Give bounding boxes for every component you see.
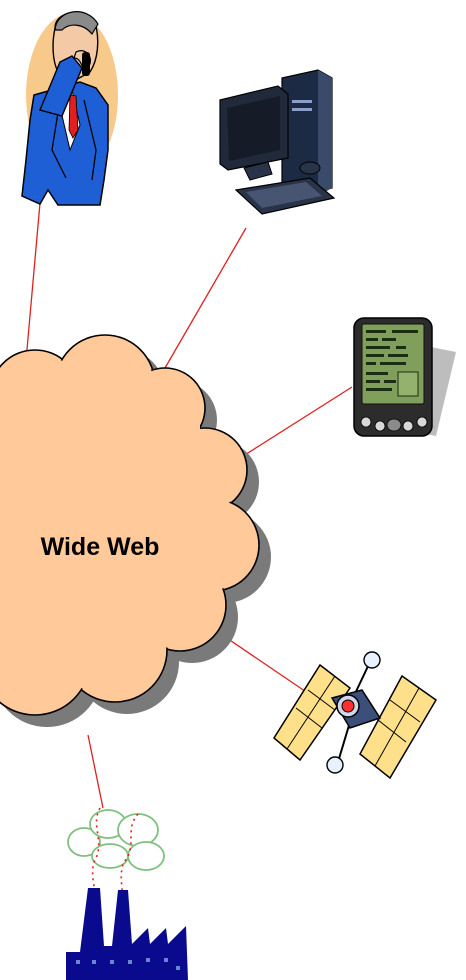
cloud: Wide Web — [0, 334, 271, 727]
link-businessman — [24, 202, 41, 373]
link-pda — [239, 386, 353, 459]
link-factory — [87, 734, 104, 809]
link-desktop — [164, 227, 247, 369]
cloud-fill-core — [0, 336, 258, 714]
factory-icon — [66, 807, 188, 980]
pda-handheld-icon — [353, 317, 456, 437]
connection-lines — [24, 202, 353, 809]
link-satellite — [214, 629, 319, 701]
cloud-label: Wide Web — [41, 533, 160, 561]
desktop-computer-icon — [219, 69, 336, 215]
satellite-icon — [273, 651, 437, 780]
businessman-on-phone-icon — [21, 11, 118, 206]
